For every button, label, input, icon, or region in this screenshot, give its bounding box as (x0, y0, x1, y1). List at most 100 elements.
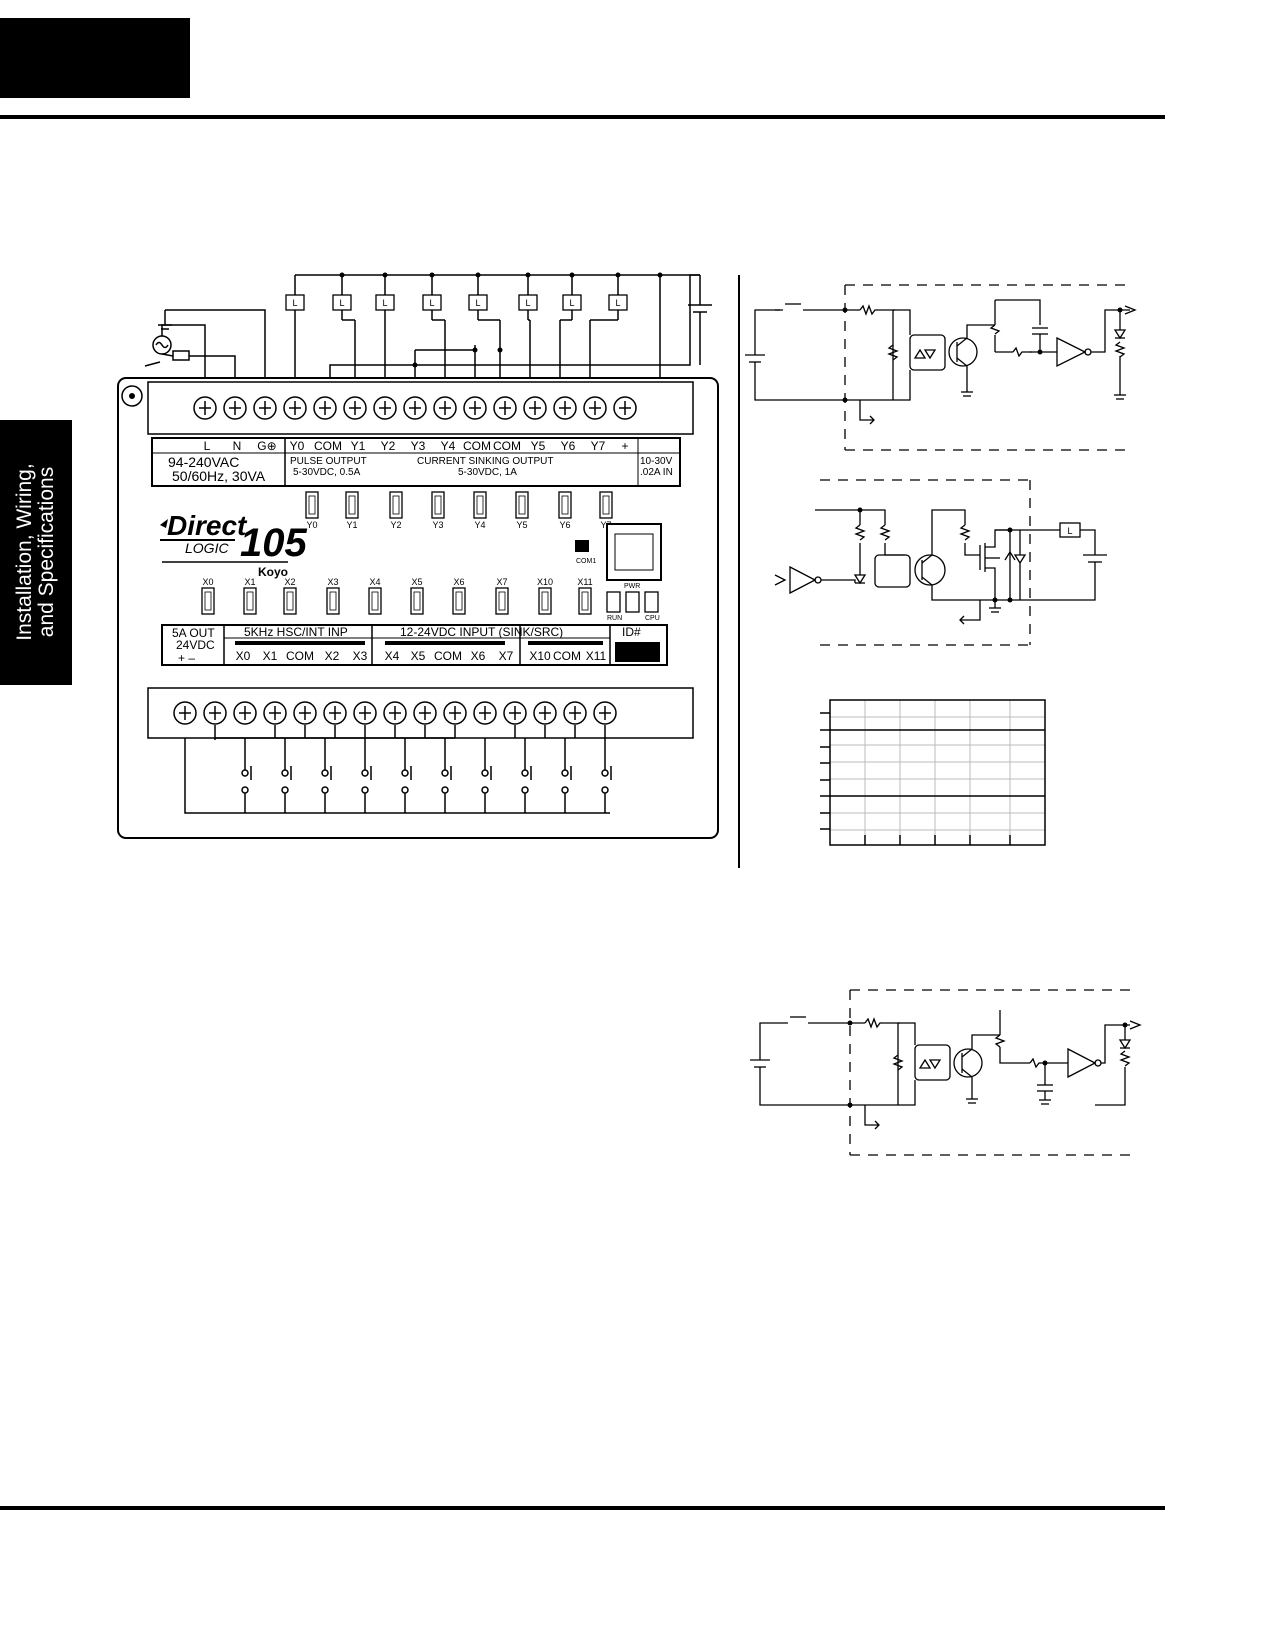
load-label: L (569, 298, 574, 308)
status-led-group: PWR RUN CPU (606, 583, 660, 622)
output-led-label: Y5 (516, 520, 527, 530)
pulse-output-spec: 5-30VDC, 0.5A (293, 467, 361, 478)
power-spec-line-1: 94-240VAC (168, 454, 239, 470)
input-switch-contact (361, 769, 369, 777)
bottom-terminal-screws (173, 701, 617, 725)
run-led-label: RUN (607, 615, 622, 622)
input-led-label: X2 (284, 577, 295, 587)
mounting-hole (121, 385, 143, 407)
output-led-label: Y0 (306, 520, 317, 530)
aux-out-line-2: 24VDC (176, 638, 215, 652)
fuse-symbol (172, 350, 190, 361)
input-switch-contact (441, 769, 449, 777)
side-tab-line-1: Installation, Wiring, (13, 463, 36, 641)
top-terminal-label: Y2 (381, 439, 396, 453)
top-terminal-label: Y3 (411, 439, 426, 453)
bottom-terminal-label: X7 (499, 649, 514, 663)
side-tab-line-2: and Specifications (35, 466, 58, 638)
top-terminal-label: Y4 (441, 439, 456, 453)
bottom-terminal-label: X5 (411, 649, 426, 663)
top-terminal-label: Y1 (351, 439, 366, 453)
input-status-led (1113, 329, 1127, 340)
load-label: L (429, 298, 434, 308)
bottom-terminal-label: COM (553, 649, 581, 663)
hsc-optocoupler (914, 1044, 951, 1081)
input-switch-contact (481, 769, 489, 777)
output-led-label: Y4 (474, 520, 485, 530)
output-led-label: Y2 (390, 520, 401, 530)
pwr-led-label: PWR (624, 583, 640, 590)
logo-logic: LOGIC (185, 540, 229, 556)
output-driver-buffer (789, 565, 817, 595)
input-circuit-diagram (745, 284, 1137, 451)
dc-input-label: 12-24VDC INPUT (SINK/SRC) (400, 625, 563, 639)
rj45-port (606, 523, 662, 581)
output-circuit-diagram: L (774, 479, 1107, 646)
top-terminal-label: G⊕ (257, 439, 276, 453)
logo-model: 105 (240, 521, 307, 565)
top-terminal-screws (193, 396, 637, 420)
output-led-row: Y0Y1Y2Y3Y4Y5Y6Y7 (305, 491, 613, 530)
hsc-input-circuit-diagram (750, 989, 1142, 1156)
id-label: ID# (622, 625, 641, 639)
input-switch-contact (601, 769, 609, 777)
logo-maker: Koyo (258, 565, 288, 579)
output-led-label: Y1 (346, 520, 357, 530)
input-switch-contact (281, 769, 289, 777)
sinking-output-label: CURRENT SINKING OUTPUT (417, 456, 554, 467)
input-led-label: X11 (577, 577, 592, 587)
input-led-label: X6 (453, 577, 464, 587)
derating-chart-grid (820, 699, 1046, 846)
pulse-output-label: PULSE OUTPUT (290, 456, 367, 467)
output-status-led (853, 574, 867, 585)
input-led-label: X5 (411, 577, 422, 587)
top-terminal-label: COM (493, 439, 521, 453)
output-led-label: Y6 (559, 520, 570, 530)
optocoupler (909, 334, 946, 371)
top-terminal-label: N (233, 439, 242, 453)
bottom-terminal-label: COM (434, 649, 462, 663)
input-led-label: X7 (496, 577, 507, 587)
figure-divider (738, 275, 740, 868)
header-rule (0, 115, 1165, 119)
top-terminal-label: COM (314, 439, 342, 453)
top-terminal-label: L (204, 439, 211, 453)
sinking-output-spec: 5-30VDC, 1A (458, 467, 517, 478)
top-terminal-label: COM (463, 439, 491, 453)
logo-direct: Direct (167, 510, 248, 541)
top-terminal-label: Y0 (290, 439, 305, 453)
load-label: L (615, 298, 620, 308)
logo-star-icon (160, 519, 168, 528)
output-load-branches (294, 275, 661, 390)
footer-rule (0, 1506, 1165, 1510)
top-terminal-label: Y5 (531, 439, 546, 453)
input-led-label: X10 (537, 577, 553, 587)
chapter-side-tab: Installation, Wiring, and Specifications (0, 420, 72, 685)
supply-spec-line-1: 10-30V (640, 456, 673, 467)
input-led-label: X0 (202, 577, 213, 587)
load-label: L (525, 298, 530, 308)
zener-diode (1004, 550, 1016, 561)
power-spec-line-2: 50/60Hz, 30VA (172, 468, 266, 484)
output-led-label: Y3 (432, 520, 443, 530)
bottom-terminal-label: COM (286, 649, 314, 663)
load-label: L (382, 298, 387, 308)
output-optocoupler (874, 554, 911, 588)
supply-spec-line-2: .02A IN (640, 467, 673, 478)
top-terminal-label: Y7 (591, 439, 606, 453)
bottom-terminal-label: X6 (471, 649, 486, 663)
bottom-terminal-label: X3 (353, 649, 368, 663)
cpu-led-label: CPU (645, 615, 660, 622)
input-switch-contact (321, 769, 329, 777)
top-terminal-label: Y6 (561, 439, 576, 453)
bottom-terminal-label: X4 (385, 649, 400, 663)
input-led-label: X4 (369, 577, 380, 587)
output-label-panel (151, 437, 681, 487)
com-port-label: COM1 (576, 558, 596, 565)
directlogic-logo: Direct LOGIC 105 Koyo (160, 510, 307, 579)
aux-out-line-1: 5A OUT (172, 626, 215, 640)
input-resistor (859, 304, 895, 316)
hsc-schmitt-buffer (1067, 1047, 1097, 1079)
output-load-label: L (1067, 526, 1072, 536)
